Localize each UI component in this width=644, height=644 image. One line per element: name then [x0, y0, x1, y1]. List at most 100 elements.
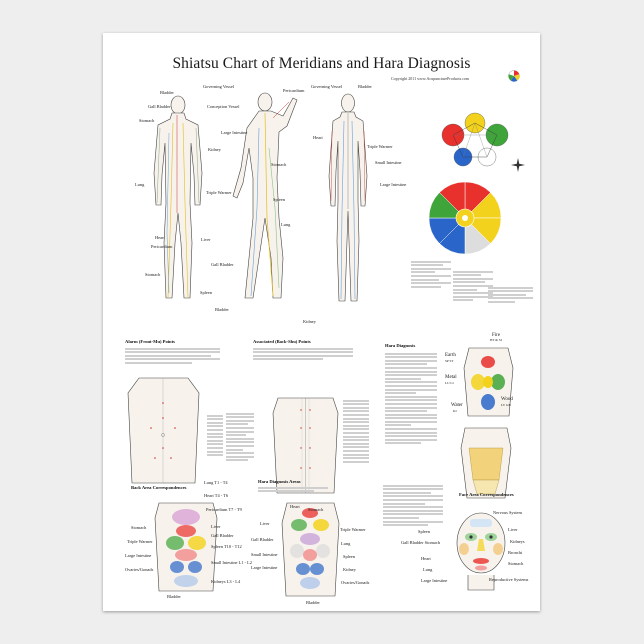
element-earth-label: Earth [445, 353, 456, 358]
hara-label-small-intestine: Small Intestine [251, 552, 278, 557]
face-label-liver: Liver [508, 527, 518, 532]
compass-icon [511, 158, 525, 172]
element-water-label: Water [451, 403, 463, 408]
label-governing-vessel: Governing Vessel [203, 84, 235, 89]
front-body-figure [153, 95, 203, 299]
label-pericardium-mid: Pericardium [283, 88, 305, 93]
back-label-gall-bladder: Gall Bladder [211, 533, 234, 538]
back-label-heart: Heart T4 - T6 [204, 493, 229, 498]
face-label-bronchi: Bronchi [508, 550, 523, 555]
section-back-area: Back Area Correspondences [131, 485, 187, 490]
back-label-bladder: Bladder [167, 594, 181, 599]
hara-small-torso [460, 427, 512, 499]
hara-label-bladder: Bladder [306, 600, 320, 605]
back-label-lung: Lung T1 - T4 [204, 480, 228, 485]
back-label-spleen: Spleen T10 - T12 [211, 544, 242, 549]
copyright-text: Copyright 2011 www.AcupunctureProducts.c… [391, 76, 470, 81]
label-bladder-right: Bladder [358, 84, 372, 89]
element-metal-organs: LU LI [445, 381, 454, 385]
element-fire-organs: HT & SI [490, 338, 502, 342]
back-label-kidneys: Kidneys L3 - L4 [211, 579, 241, 584]
element-fire-label: Fire [492, 333, 501, 338]
hara-label-ovaries: Ovaries/Gonads [341, 580, 370, 585]
hara-diagnosis-text [385, 351, 437, 446]
label-governing-vessel-right: Governing Vessel [311, 84, 343, 89]
label-bladder-lower: Bladder [215, 307, 229, 312]
face-label-reproductive: Reproductive Systems [489, 577, 529, 582]
page-title: Shiatsu Chart of Meridians and Hara Diag… [172, 55, 471, 72]
section-hara-areas: Hara Diagnosis Areas [258, 479, 301, 484]
label-heart: Heart [155, 235, 165, 240]
alarm-notes [226, 411, 254, 463]
back-label-triple-warmer: Triple Warmer [127, 539, 153, 544]
hara-element-torso [463, 347, 514, 417]
element-wood-organs: LV GB [501, 403, 511, 407]
face-label-kidneys: Kidneys [510, 539, 525, 544]
back-label-large-intestine: Large Intestine [125, 553, 152, 558]
back-label-stomach: Stomach [131, 525, 147, 530]
element-wheel [428, 181, 502, 255]
alarm-text [125, 346, 220, 366]
element-metal-label: Metal [445, 375, 457, 380]
label-gall-bladder-lower: Gall Bladder [211, 262, 234, 267]
label-large-intestine: Large Intestine [221, 130, 248, 135]
hara-label-heart: Heart [290, 504, 300, 509]
element-wood-label: Wood [501, 397, 513, 402]
element-water-organs: KI [453, 409, 457, 413]
hara-label-stomach: Stomach [308, 507, 324, 512]
label-kidney-mid: Kidney [303, 319, 316, 324]
label-spleen-mid: Spleen [273, 197, 285, 202]
label-heart-right: Heart [313, 135, 323, 140]
hara-label-large-intestine: Large Intestine [251, 565, 278, 570]
label-small-intestine-right: Small Intestine [375, 160, 402, 165]
face-intro-text [383, 483, 443, 528]
hara-areas-figure [281, 502, 340, 597]
label-conception-vessel: Conception Vessel [207, 104, 240, 109]
back-torso-figure [272, 397, 339, 494]
label-stomach-lower: Stomach [145, 272, 161, 277]
poster: Shiatsu Chart of Meridians and Hara Diag… [103, 33, 540, 611]
wheel-notes [411, 259, 451, 289]
label-lung: Lung [135, 182, 145, 187]
back-label-ovaries: Ovaries/Gonads [125, 567, 154, 572]
wheel-notes-2 [453, 269, 493, 303]
back-body-figure [328, 93, 368, 302]
back-label-liver: Liver [211, 524, 221, 529]
face-label-large-intestine: Large Intestine [421, 578, 448, 583]
label-lung-mid: Lung [281, 222, 291, 227]
label-bladder: Bladder [160, 90, 174, 95]
side-body-figure [232, 92, 298, 299]
face-label-spleen: Spleen [418, 529, 430, 534]
hara-label-lung: Lung [341, 541, 351, 546]
label-kidney: Kidney [208, 147, 221, 152]
hara-areas-text [258, 485, 328, 494]
label-triple-warmer-right: Triple Warmer [367, 144, 393, 149]
face-label-heart: Heart [421, 556, 431, 561]
assoc-point-list [343, 398, 369, 464]
section-face-area: Face Area Correspondences [459, 492, 514, 497]
hara-label-triple-warmer: Triple Warmer [340, 527, 366, 532]
hara-label-spleen: Spleen [343, 554, 355, 559]
label-large-intestine-right: Large Intestine [380, 182, 407, 187]
face-label-lung: Lung [423, 567, 433, 572]
label-stomach: Stomach [139, 118, 155, 123]
face-label-stomach: Stomach [508, 561, 524, 566]
back-area-figure [154, 502, 218, 592]
hara-label-liver: Liver [260, 521, 270, 526]
hara-label-gall-bladder: Gall Bladder [251, 537, 274, 542]
hara-label-kidney: Kidney [343, 567, 356, 572]
face-label-gall-bladder-stomach: Gall Bladder Stomach [401, 540, 441, 545]
label-triple-warmer: Triple Warmer [206, 190, 232, 195]
face-figure [456, 512, 506, 591]
back-label-pericardium: Pericardium T7 - T9 [206, 507, 242, 512]
label-pericardium: Pericardium [151, 244, 173, 249]
label-gall-bladder: Gall Bladder [148, 104, 171, 109]
alarm-point-list [207, 413, 223, 458]
label-liver: Liver [201, 237, 211, 242]
logo-icon [508, 70, 520, 82]
section-alarm-points: Alarm (Front-Mu) Points [125, 339, 175, 344]
back-label-small-intestine: Small Intestine L1 - L2 [211, 560, 252, 565]
label-spleen: Spleen [200, 290, 212, 295]
alarm-torso-figure [127, 377, 200, 484]
label-stomach-mid: Stomach [271, 162, 287, 167]
